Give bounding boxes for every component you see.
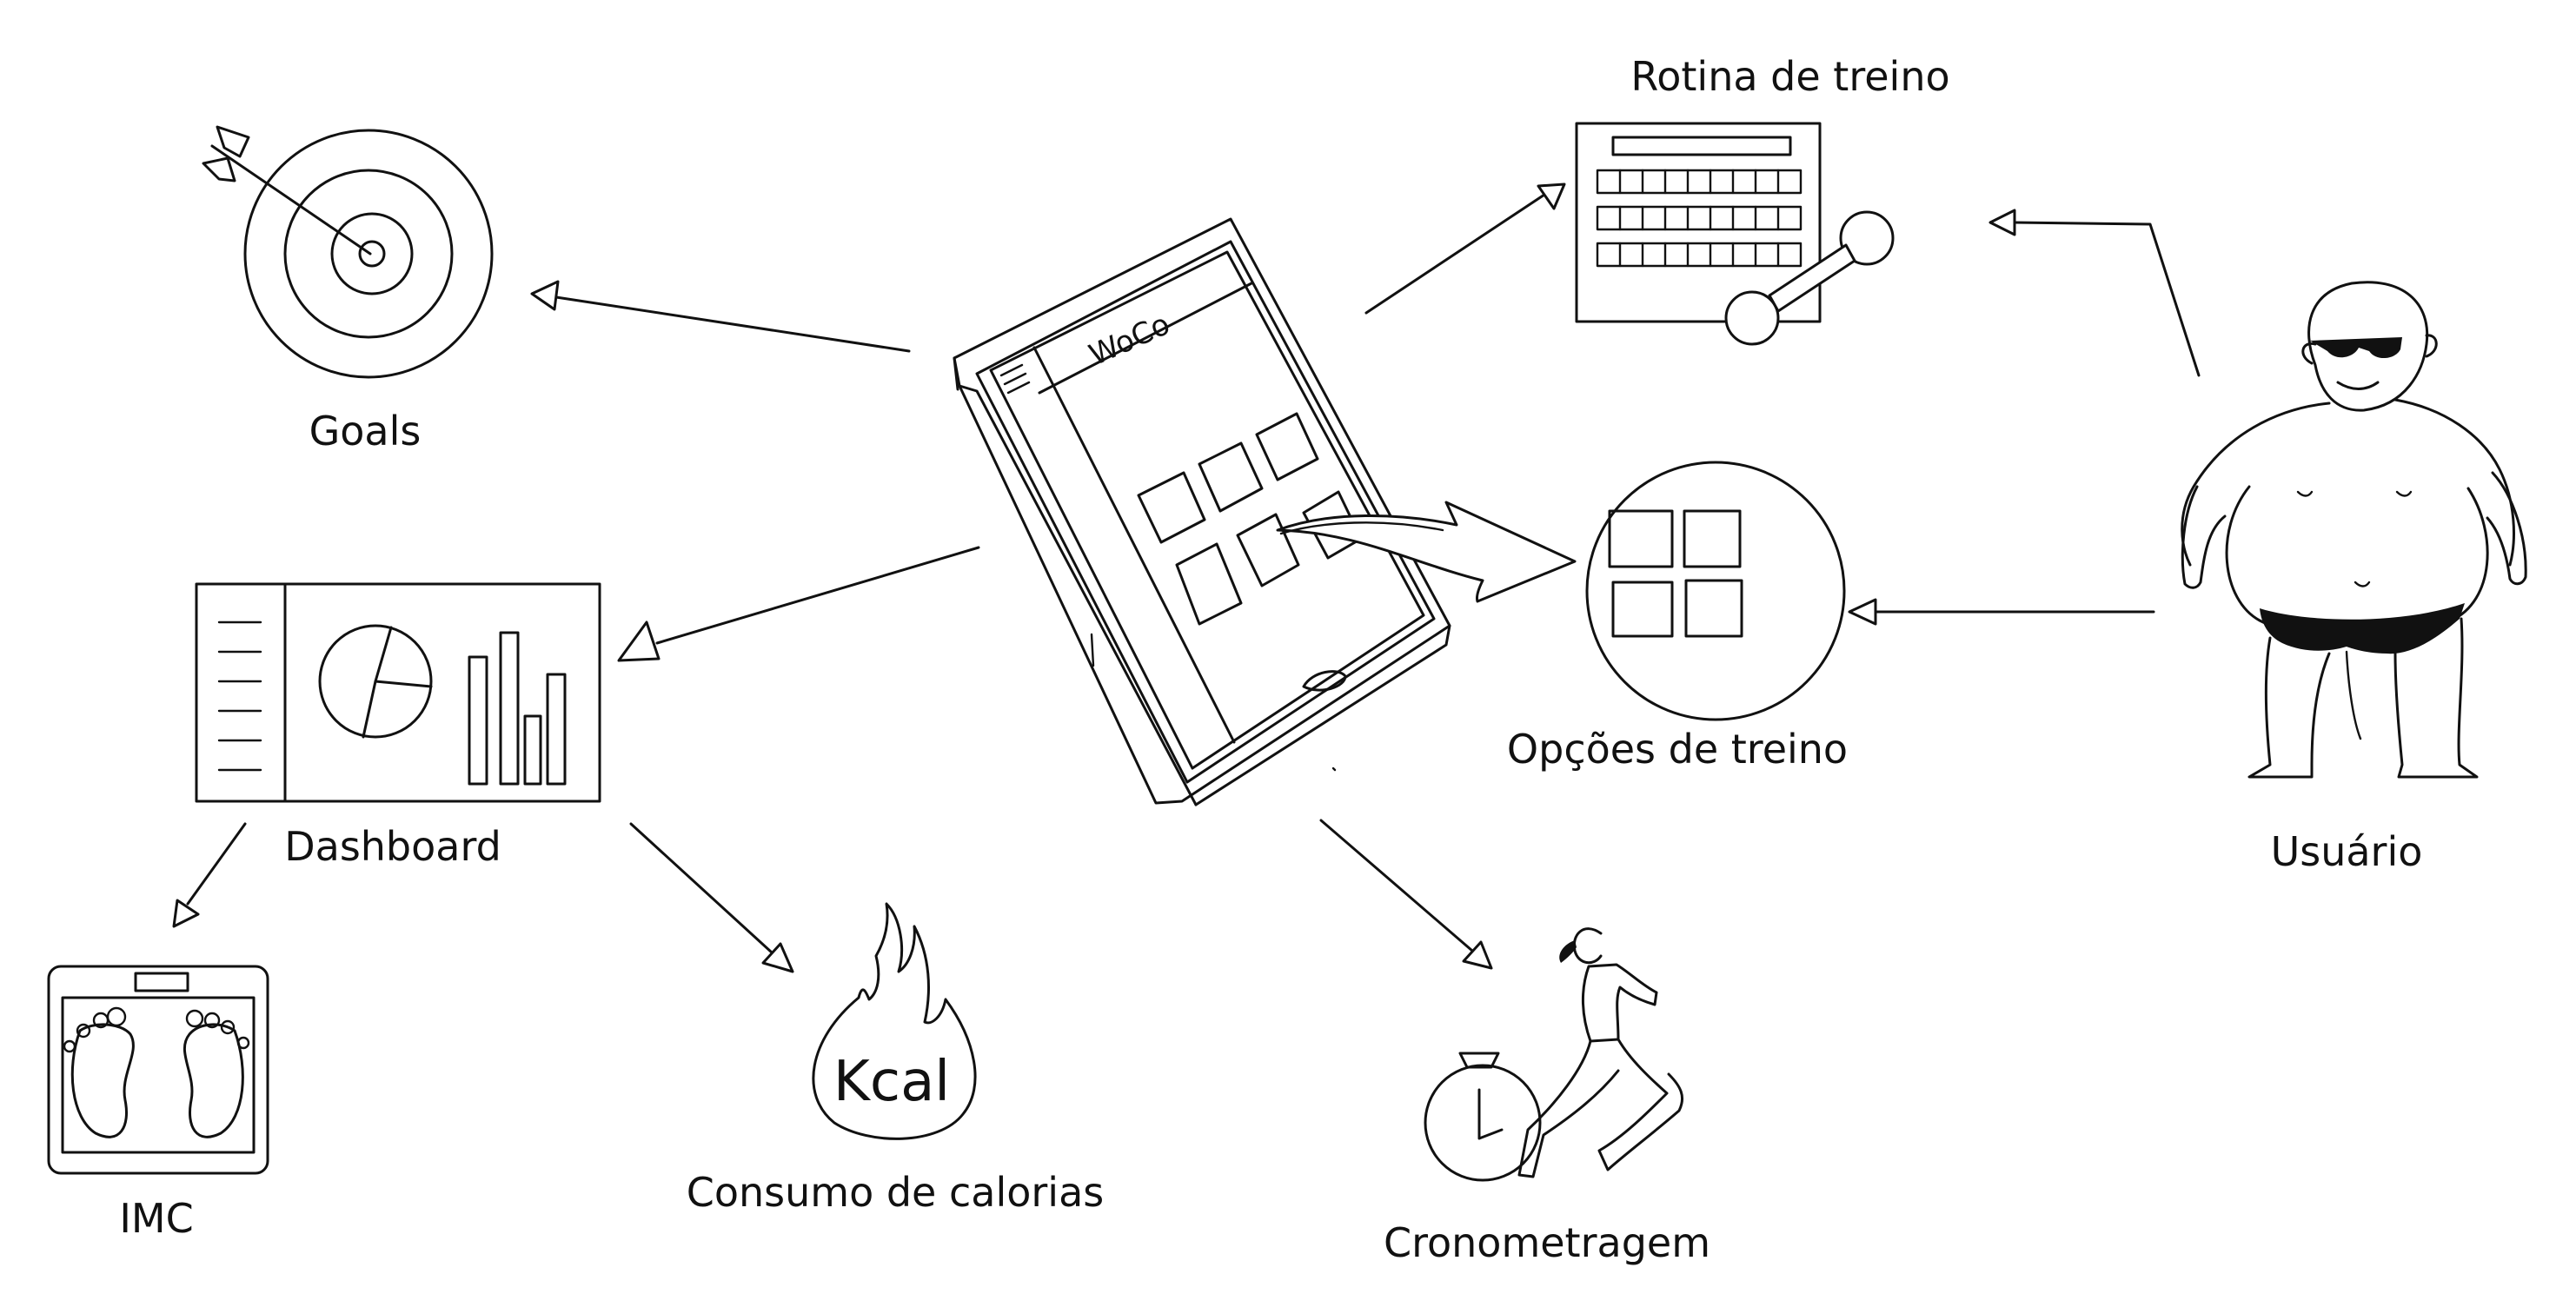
opcoes-label: Opções de treino xyxy=(1507,726,1848,773)
dashboard-node: Dashboard xyxy=(195,582,601,870)
options-grid-icon xyxy=(1585,461,1846,721)
kcal-badge: Kcal xyxy=(833,1050,950,1114)
schedule-row xyxy=(1596,205,1803,231)
calorias-node: Kcal Consumo de calorias xyxy=(687,902,1104,1216)
schedule-row xyxy=(1596,169,1803,195)
connector-arrows xyxy=(172,182,2201,973)
usuario-label: Usuário xyxy=(2271,828,2423,875)
rotina-node: Rotina de treino xyxy=(1575,53,1950,346)
cronometragem-node: Cronometragem xyxy=(1384,927,1710,1266)
tablet-node: WoCo xyxy=(953,217,1577,806)
schedule-row xyxy=(1596,242,1803,268)
arrow-tablet-to-rotina xyxy=(1364,182,1566,315)
goals-label: Goals xyxy=(309,408,422,455)
user-figure-icon xyxy=(2181,281,2527,779)
opcoes-node: Opções de treino xyxy=(1507,461,1848,773)
arrow-usuario-to-opcoes xyxy=(1848,598,2155,626)
arrow-tablet-to-opcoes xyxy=(1276,501,1577,603)
arrow-usuario-to-rotina xyxy=(1988,209,2201,377)
rotina-label: Rotina de treino xyxy=(1630,53,1949,100)
imc-label: IMC xyxy=(119,1195,193,1242)
arrow-dashboard-to-imc xyxy=(172,822,247,928)
goals-node: Goals xyxy=(202,125,494,455)
target-icon xyxy=(202,125,494,379)
flame-icon: Kcal xyxy=(812,902,977,1140)
usuario-node: Usuário xyxy=(2181,281,2527,875)
arrow-tablet-to-goals xyxy=(530,280,911,353)
arrow-tablet-to-dashboard xyxy=(617,546,980,662)
arrow-dashboard-to-calorias xyxy=(629,822,794,973)
dashboard-label: Dashboard xyxy=(284,823,501,870)
stopwatch-runner-icon xyxy=(1424,927,1683,1182)
schedule-grid xyxy=(1596,169,1803,268)
workout-schedule-icon xyxy=(1575,122,1895,346)
cronometragem-label: Cronometragem xyxy=(1384,1219,1710,1266)
arrow-tablet-to-cronometragem xyxy=(1319,819,1493,970)
dashboard-icon xyxy=(195,582,601,803)
imc-node: IMC xyxy=(47,965,269,1242)
scale-icon xyxy=(47,965,269,1175)
calorias-label: Consumo de calorias xyxy=(687,1169,1104,1216)
